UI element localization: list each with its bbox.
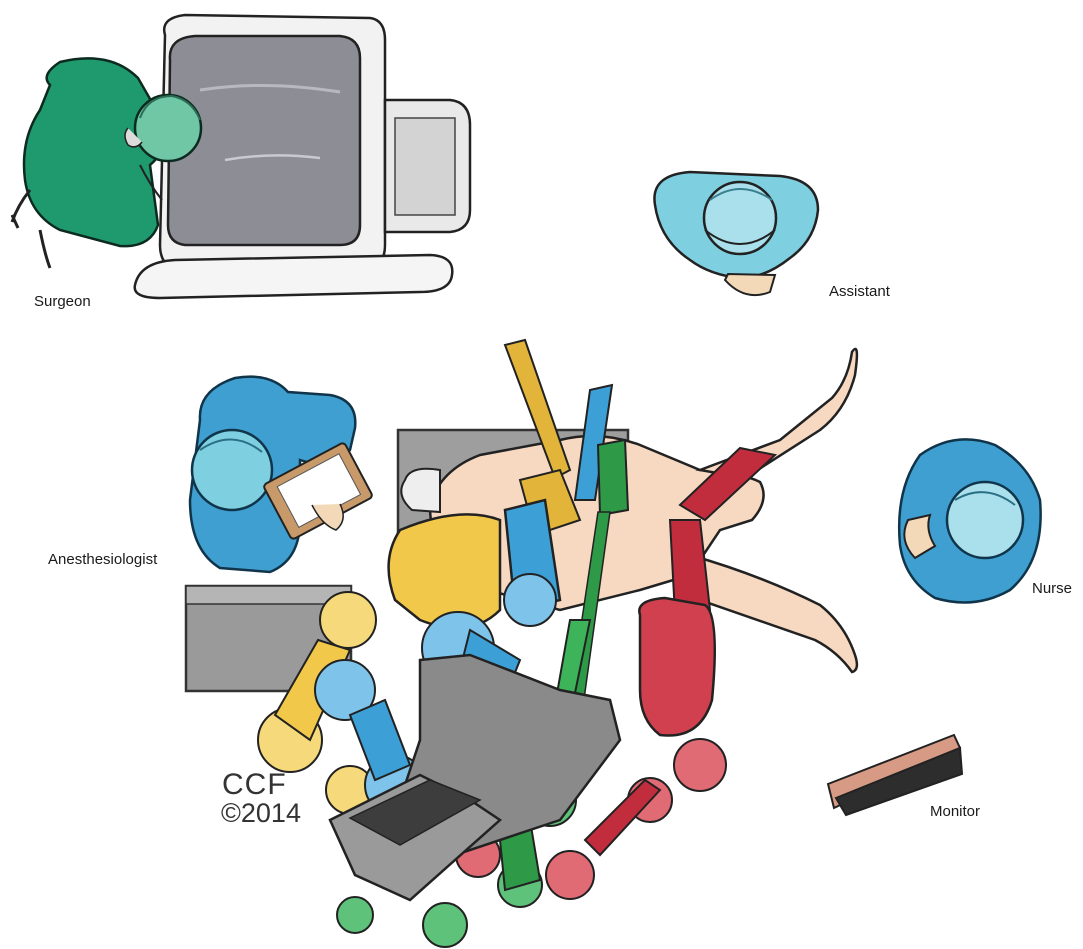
nurse-figure bbox=[899, 439, 1040, 602]
label-monitor: Monitor bbox=[930, 803, 980, 820]
credit-organization: CCF bbox=[222, 770, 287, 800]
label-assistant: Assistant bbox=[829, 283, 890, 300]
label-anesthesiologist: Anesthesiologist bbox=[48, 551, 157, 568]
anesthesiologist-figure bbox=[190, 377, 373, 572]
credit-copyright: ©2014 bbox=[221, 800, 301, 827]
assistant-figure bbox=[654, 172, 818, 295]
label-nurse: Nurse bbox=[1032, 580, 1072, 597]
label-surgeon: Surgeon bbox=[34, 293, 91, 310]
